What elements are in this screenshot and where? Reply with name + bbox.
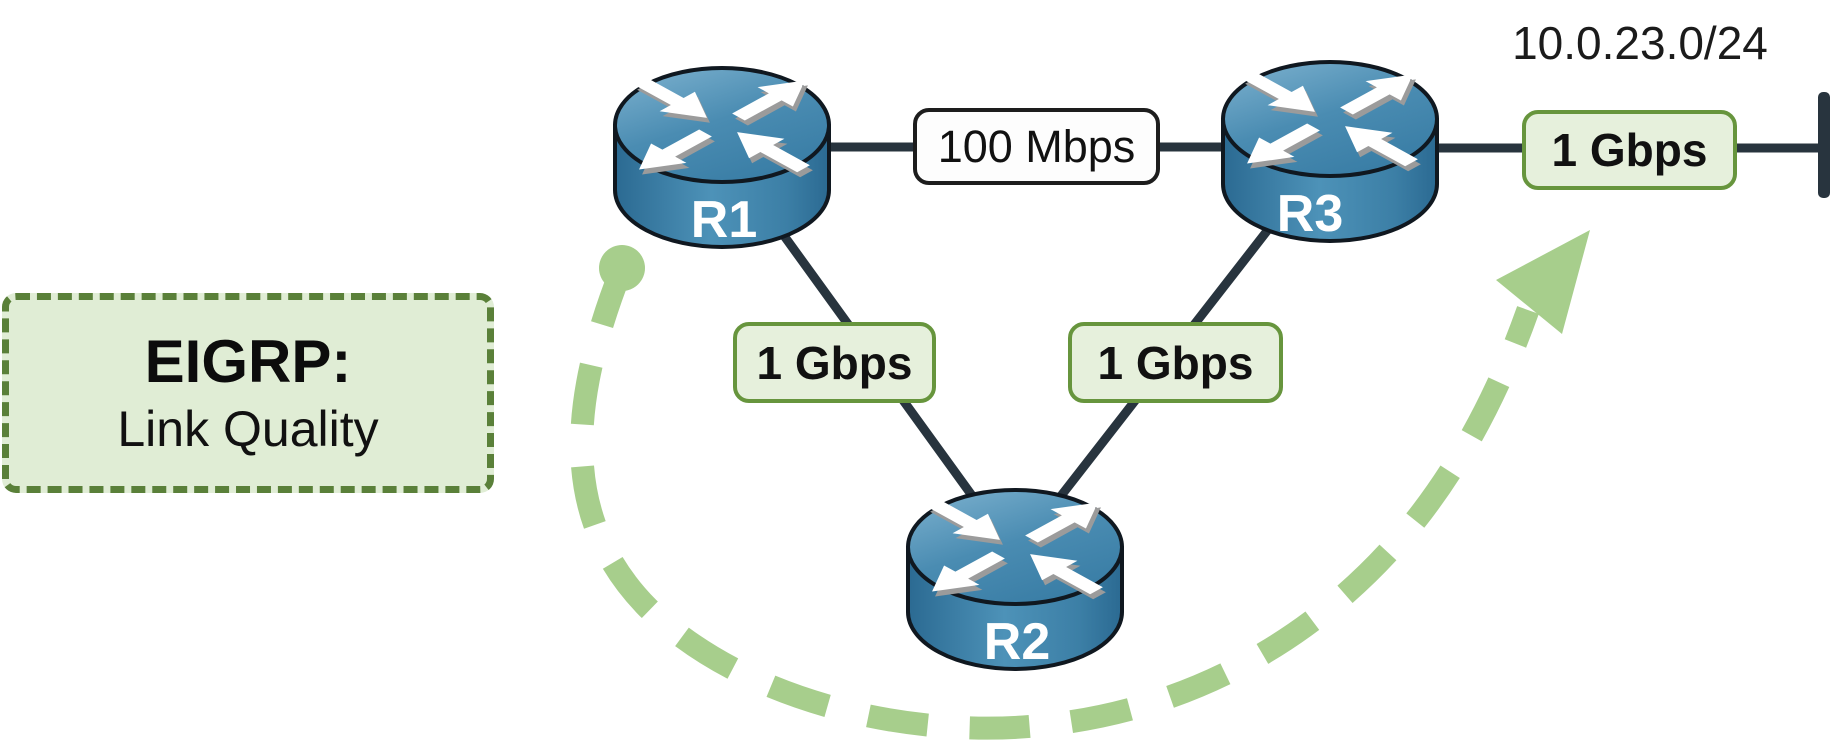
router-r3-label: R3 bbox=[1277, 185, 1343, 243]
router-r2: R2 bbox=[908, 490, 1122, 671]
router-r1: R1 bbox=[615, 68, 829, 249]
link-label-r2-r3: 1 Gbps bbox=[1068, 322, 1283, 403]
network-segment-terminator bbox=[1818, 92, 1830, 198]
eigrp-subtitle: Link Quality bbox=[117, 401, 379, 457]
router-r2-label: R2 bbox=[984, 613, 1050, 671]
router-r1-label: R1 bbox=[691, 191, 757, 249]
network-prefix-label: 10.0.23.0/24 bbox=[1512, 17, 1768, 69]
link-label-r3-network: 1 Gbps bbox=[1522, 110, 1737, 190]
eigrp-title: EIGRP: bbox=[144, 328, 352, 395]
preferred-path-curve bbox=[570, 263, 1539, 740]
eigrp-annotation-box: EIGRP: Link Quality bbox=[2, 293, 494, 493]
path-arrowhead bbox=[1496, 230, 1590, 334]
link-label-r1-r3: 100 Mbps bbox=[913, 108, 1160, 185]
router-r3: R3 bbox=[1223, 62, 1437, 243]
preferred-path bbox=[570, 230, 1590, 740]
link-label-r1-r2: 1 Gbps bbox=[733, 322, 936, 403]
